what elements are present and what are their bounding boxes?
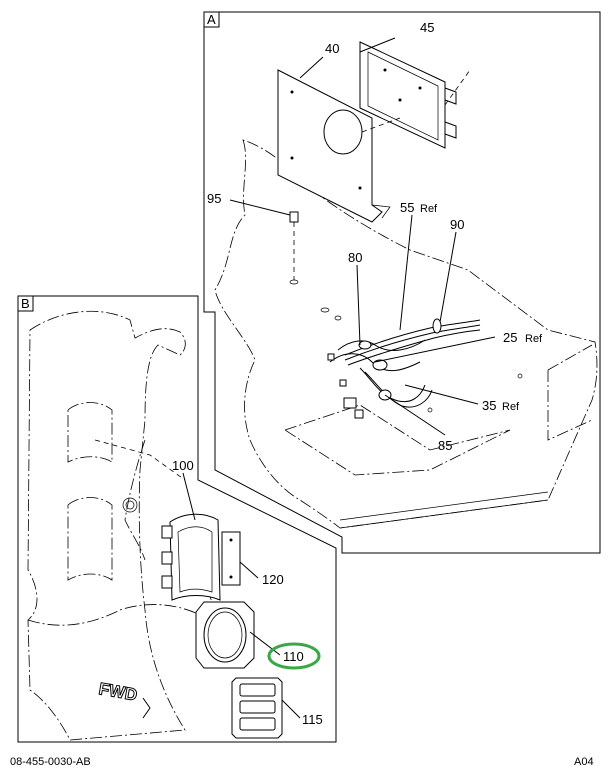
body-panel-b-rail <box>124 439 146 561</box>
view-b-frame <box>17 295 337 743</box>
leader-25 <box>374 336 496 363</box>
callout-80: 80 <box>348 250 362 265</box>
part-95-stud <box>289 211 299 223</box>
leader-40 <box>299 56 324 79</box>
callout-35: 35 <box>482 398 496 413</box>
callout-115: 115 <box>302 712 323 727</box>
body-panel-b <box>27 310 186 741</box>
part-40-hole <box>323 109 363 155</box>
callout-25-ref: Ref <box>525 333 543 345</box>
highlight-ellipse-110 <box>267 642 321 670</box>
view-a-frame <box>203 11 601 554</box>
body-cutout-lower <box>67 497 113 581</box>
part-45-tabs <box>444 87 457 139</box>
leader-55 <box>399 214 413 331</box>
fwd-indicator: FWD <box>97 679 151 719</box>
callout-25: 25 <box>503 330 517 345</box>
callout-120: 120 <box>262 572 284 587</box>
part-120-plate <box>221 531 241 586</box>
part-100-bezel <box>169 513 221 601</box>
leader-95 <box>229 199 291 216</box>
floor-panel-a-lip <box>339 491 549 529</box>
leader-115 <box>281 699 301 719</box>
view-b-tag-box <box>17 295 34 312</box>
part-45-inner <box>367 51 439 141</box>
leader-80 <box>356 264 361 346</box>
part-45-centerline <box>444 69 471 106</box>
floor-panel-a-edge <box>547 344 593 441</box>
drawing-number: 08-455-0030-AB <box>10 756 91 768</box>
body-b-centerline <box>94 439 186 481</box>
callout-55: 55 <box>400 200 414 215</box>
part-40-flange <box>371 204 391 219</box>
view-a-tag-box <box>203 11 220 28</box>
callout-100: 100 <box>172 458 194 473</box>
callout-85: 85 <box>438 438 452 453</box>
leader-100 <box>182 472 196 521</box>
callout-90: 90 <box>450 217 464 232</box>
sheet-number: A04 <box>574 756 594 768</box>
part-45-bracket <box>359 41 446 149</box>
leader-45 <box>359 37 396 53</box>
leader-90 <box>439 231 457 323</box>
leader-110 <box>249 631 281 656</box>
body-panel-b-contour <box>27 604 201 626</box>
part-40-centerline <box>361 117 401 133</box>
callout-110: 110 <box>283 649 304 664</box>
leader-35 <box>404 384 479 405</box>
fwd-label: FWD <box>97 679 138 704</box>
callout-45: 45 <box>420 20 434 35</box>
view-a-tag: A <box>207 12 216 27</box>
floor-panel-a-cutout <box>284 404 511 476</box>
leader-120 <box>239 561 259 579</box>
callout-95: 95 <box>207 191 221 206</box>
callout-40: 40 <box>325 41 339 56</box>
callout-35-ref: Ref <box>502 401 520 413</box>
floor-panel-a <box>214 139 598 529</box>
callout-55-ref: Ref <box>420 203 438 215</box>
body-cutout-upper <box>67 402 113 463</box>
leader-85 <box>384 394 446 436</box>
view-b-tag: B <box>21 296 30 311</box>
